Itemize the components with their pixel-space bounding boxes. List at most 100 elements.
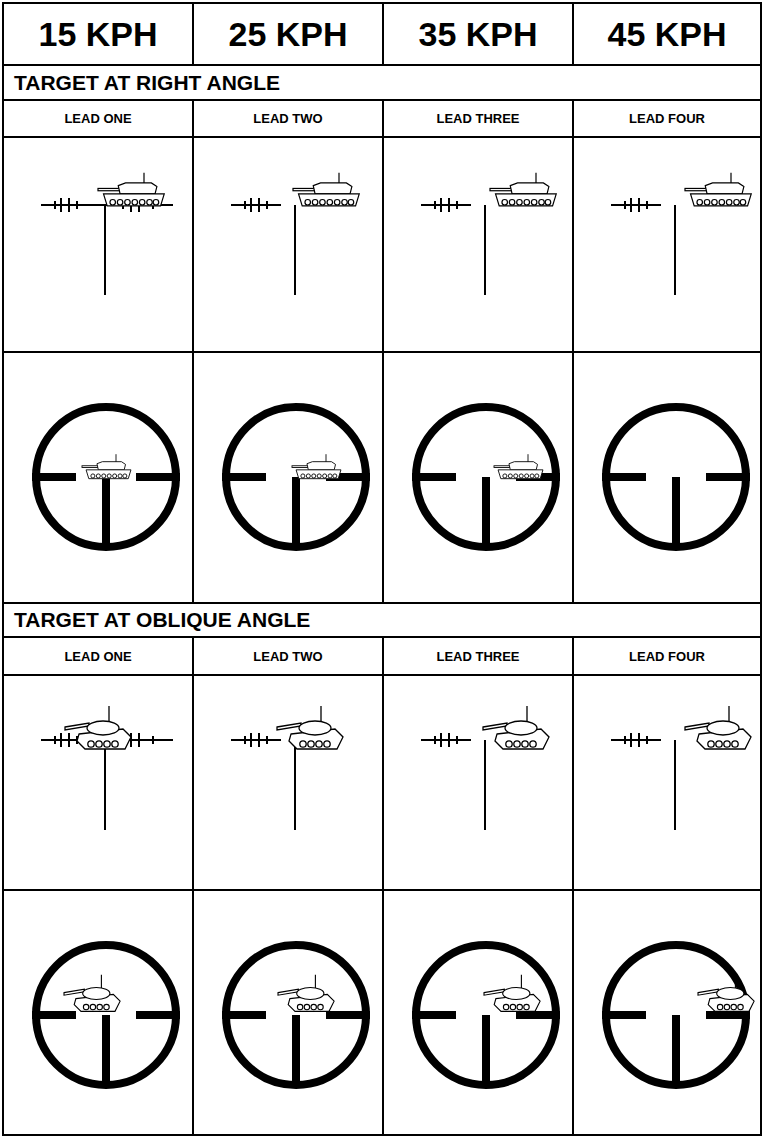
- tank-icon: [64, 975, 120, 1012]
- stadia-tick: [258, 198, 260, 212]
- stadia-tick: [630, 733, 632, 747]
- tank-icon: [278, 975, 334, 1012]
- reticle-line: [292, 1015, 300, 1087]
- reticle-line: [674, 740, 676, 830]
- speed-header-text: 45 KPH: [607, 15, 726, 54]
- stadia-tick: [440, 198, 442, 212]
- reticle-line: [482, 1015, 490, 1087]
- reticle-line: [32, 1011, 76, 1019]
- section-title: TARGET AT OBLIQUE ANGLE: [14, 603, 754, 637]
- stadia-tick: [638, 733, 640, 747]
- stadia-tick: [244, 736, 246, 744]
- reticle-line: [602, 1011, 646, 1019]
- column-rule: [192, 637, 194, 1135]
- reticle-line: [706, 1011, 750, 1019]
- lead-label-text: LEAD THREE: [436, 649, 519, 664]
- tank-icon: [685, 173, 751, 206]
- section-title-text: TARGET AT RIGHT ANGLE: [14, 71, 280, 95]
- tank-icon: [483, 706, 549, 749]
- reticle-line: [294, 205, 296, 295]
- tank-icon: [98, 173, 164, 206]
- stadia-tick: [250, 733, 252, 747]
- stadia-tick: [630, 198, 632, 212]
- lead-label: LEAD ONE: [3, 637, 193, 675]
- stadia-tick: [152, 736, 154, 744]
- stadia-tick: [456, 201, 458, 209]
- lead-label-text: LEAD TWO: [253, 649, 322, 664]
- lead-label-text: LEAD FOUR: [629, 111, 705, 126]
- stadia-tick: [448, 198, 450, 212]
- column-rule: [572, 3, 574, 65]
- lead-label-text: LEAD THREE: [436, 111, 519, 126]
- stadia-tick: [638, 198, 640, 212]
- stadia-tick: [138, 733, 140, 747]
- stadia-tick: [434, 736, 436, 744]
- stadia-tick: [60, 733, 62, 747]
- reticle-line: [611, 204, 661, 206]
- lead-label: LEAD THREE: [383, 100, 573, 137]
- stadia-tick: [266, 736, 268, 744]
- stadia-tick: [440, 733, 442, 747]
- speed-header-text: 25 KPH: [228, 15, 347, 54]
- reticle-line: [32, 473, 76, 481]
- section-title: TARGET AT RIGHT ANGLE: [14, 65, 754, 100]
- stadia-tick: [266, 201, 268, 209]
- stadia-tick: [244, 201, 246, 209]
- speed-header: 25 KPH: [193, 3, 383, 65]
- stadia-tick: [448, 733, 450, 747]
- reticle-line: [136, 1011, 180, 1019]
- stadia-tick: [250, 198, 252, 212]
- stadia-tick: [646, 201, 648, 209]
- lead-label-text: LEAD FOUR: [629, 649, 705, 664]
- stadia-tick: [434, 201, 436, 209]
- column-rule: [382, 3, 384, 65]
- stadia-tick: [68, 198, 70, 212]
- tank-icon: [82, 454, 131, 478]
- reticle-line: [231, 204, 281, 206]
- tank-icon: [494, 454, 543, 478]
- reticle-line: [706, 473, 750, 481]
- reticle-line: [482, 477, 490, 549]
- lead-label-text: LEAD ONE: [64, 649, 131, 664]
- reticle-line: [516, 1011, 560, 1019]
- stadia-tick: [646, 736, 648, 744]
- column-rule: [192, 100, 194, 603]
- stadia-tick: [258, 733, 260, 747]
- stadia-tick: [130, 733, 132, 747]
- reticle-line: [102, 1015, 110, 1087]
- column-rule: [572, 637, 574, 1135]
- reticle-line: [294, 740, 296, 830]
- reticle-line: [672, 1015, 680, 1087]
- reticle-line: [104, 205, 106, 295]
- speed-header: 15 KPH: [3, 3, 193, 65]
- speed-header: 35 KPH: [383, 3, 573, 65]
- reticle-line: [231, 739, 281, 741]
- reticle-line: [222, 473, 266, 481]
- stadia-tick: [54, 736, 56, 744]
- reticle-line: [484, 205, 486, 295]
- stadia-tick: [456, 736, 458, 744]
- reticle-line: [674, 205, 676, 295]
- column-rule: [382, 637, 384, 1135]
- lead-label: LEAD ONE: [3, 100, 193, 137]
- tank-icon: [484, 975, 540, 1012]
- table-border: [3, 3, 761, 1135]
- reticle-line: [412, 473, 456, 481]
- speed-header-text: 15 KPH: [38, 15, 157, 54]
- stadia-tick: [624, 201, 626, 209]
- reticle-line: [611, 739, 661, 741]
- column-rule: [192, 3, 194, 65]
- reticle-line: [222, 1011, 266, 1019]
- lead-label-text: LEAD TWO: [253, 111, 322, 126]
- tank-icon: [277, 706, 343, 749]
- reticle-line: [102, 477, 110, 549]
- speed-header-text: 35 KPH: [418, 15, 537, 54]
- reticle-line: [136, 473, 180, 481]
- lead-label: LEAD FOUR: [573, 637, 761, 675]
- tank-icon: [490, 173, 556, 206]
- stadia-tick: [60, 198, 62, 212]
- lead-label: LEAD FOUR: [573, 100, 761, 137]
- column-rule: [382, 100, 384, 603]
- reticle-line: [484, 740, 486, 830]
